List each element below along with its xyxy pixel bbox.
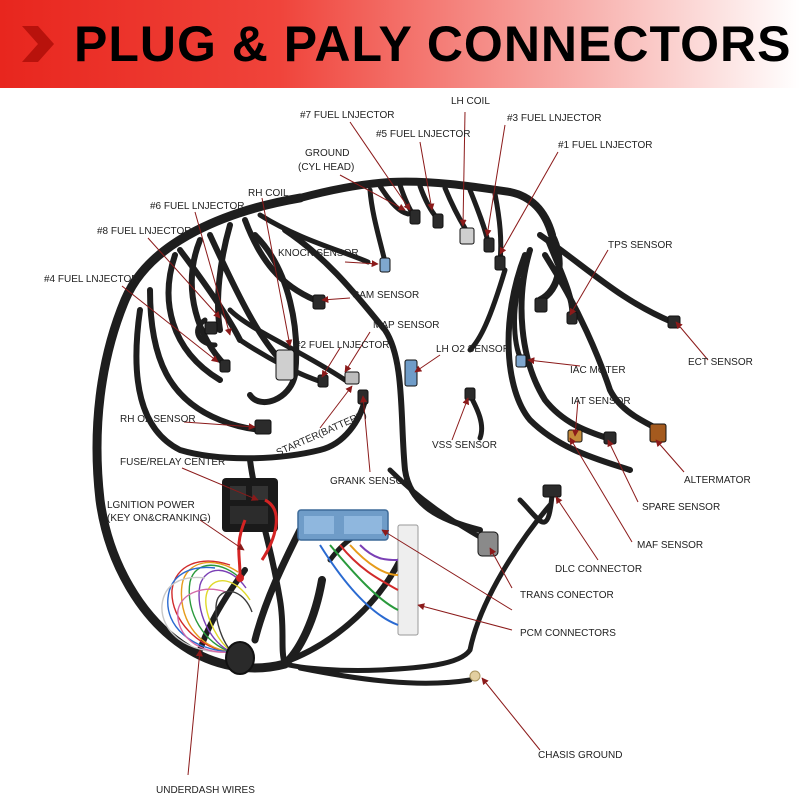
label-fuel-injector-8: #8 FUEL LNJECTOR xyxy=(97,226,191,237)
label-fuel-injector-1: #1 FUEL LNJECTOR xyxy=(558,140,652,151)
label-fuel-injector-4: #4 FUEL LNJECTOR xyxy=(44,274,138,285)
label-map-sensor: MAP SENSOR xyxy=(373,320,440,331)
label-iac-motor: IAC MOTER xyxy=(570,365,626,376)
label-ground: GROUND xyxy=(305,148,349,159)
underdash-wire-bundle xyxy=(161,560,253,653)
label-grank-sensor: GRANK SENSOR xyxy=(330,476,411,487)
callout-arrows xyxy=(121,111,709,776)
label-chasis-ground: CHASIS GROUND xyxy=(538,750,622,761)
label-altermator: ALTERMATOR xyxy=(684,475,751,486)
label-lh-coil: LH COIL xyxy=(451,96,490,107)
label-vss-sensor: VSS SENSOR xyxy=(432,440,497,451)
label-key-on-cranking: (KEY ON&CRANKING) xyxy=(107,513,211,524)
pcm-connectors xyxy=(297,509,419,636)
label-ect-sensor: ECT SENSOR xyxy=(688,357,753,368)
label-ignition-power: LGNITION POWER xyxy=(107,500,195,511)
label-knock-sensor: KNOCK SENSOR xyxy=(278,248,359,259)
label-lh-o2-sensor: LH O2 SENSOR xyxy=(436,344,510,355)
label-fuel-injector-5: #5 FUEL LNJECTOR xyxy=(376,129,470,140)
label-fuel-injector-3: #3 FUEL LNJECTOR xyxy=(507,113,601,124)
label-pcm-connectors: PCM CONNECTORS xyxy=(520,628,616,639)
page-title: PLUG & PALY CONNECTORS xyxy=(74,16,792,72)
label-rh-o2-sensor: RH O2 SENSOR xyxy=(120,414,196,425)
connector-plugs xyxy=(204,209,681,682)
label-fuel-injector-7: #7 FUEL LNJECTOR xyxy=(300,110,394,121)
label-spare-sensor: SPARE SENSOR xyxy=(642,502,720,513)
label-iat-sensor: IAT SENSOR xyxy=(571,396,631,407)
label-underdash-wires: UNDERDASH WIRES xyxy=(156,785,255,796)
label-dlc-connector: DLC CONNECTOR xyxy=(555,564,642,575)
label-fuel-injector-6: #6 FUEL LNJECTOR xyxy=(150,201,244,212)
label-trans-connector: TRANS CONECTOR xyxy=(520,590,614,601)
label-tps-sensor: TPS SENSOR xyxy=(608,240,672,251)
chevron-right-icon xyxy=(22,26,54,62)
label-ground-cyl-head: (CYL HEAD) xyxy=(298,162,354,173)
label-cam-sensor: CAM SENSOR xyxy=(352,290,419,301)
label-fuse-relay-center: FUSE/RELAY CENTER xyxy=(120,457,225,468)
fuse-relay-block xyxy=(222,478,278,582)
label-fuel-injector-2: #2 FUEL LNJECTOR xyxy=(295,340,389,351)
label-maf-sensor: MAF SENSOR xyxy=(637,540,703,551)
firewall-grommet xyxy=(225,641,255,675)
title-banner: PLUG & PALY CONNECTORS xyxy=(0,0,800,88)
label-rh-coil: RH COIL xyxy=(248,188,289,199)
component-labels: #7 FUEL LNJECTOR LH COIL #3 FUEL LNJECTO… xyxy=(44,96,753,796)
